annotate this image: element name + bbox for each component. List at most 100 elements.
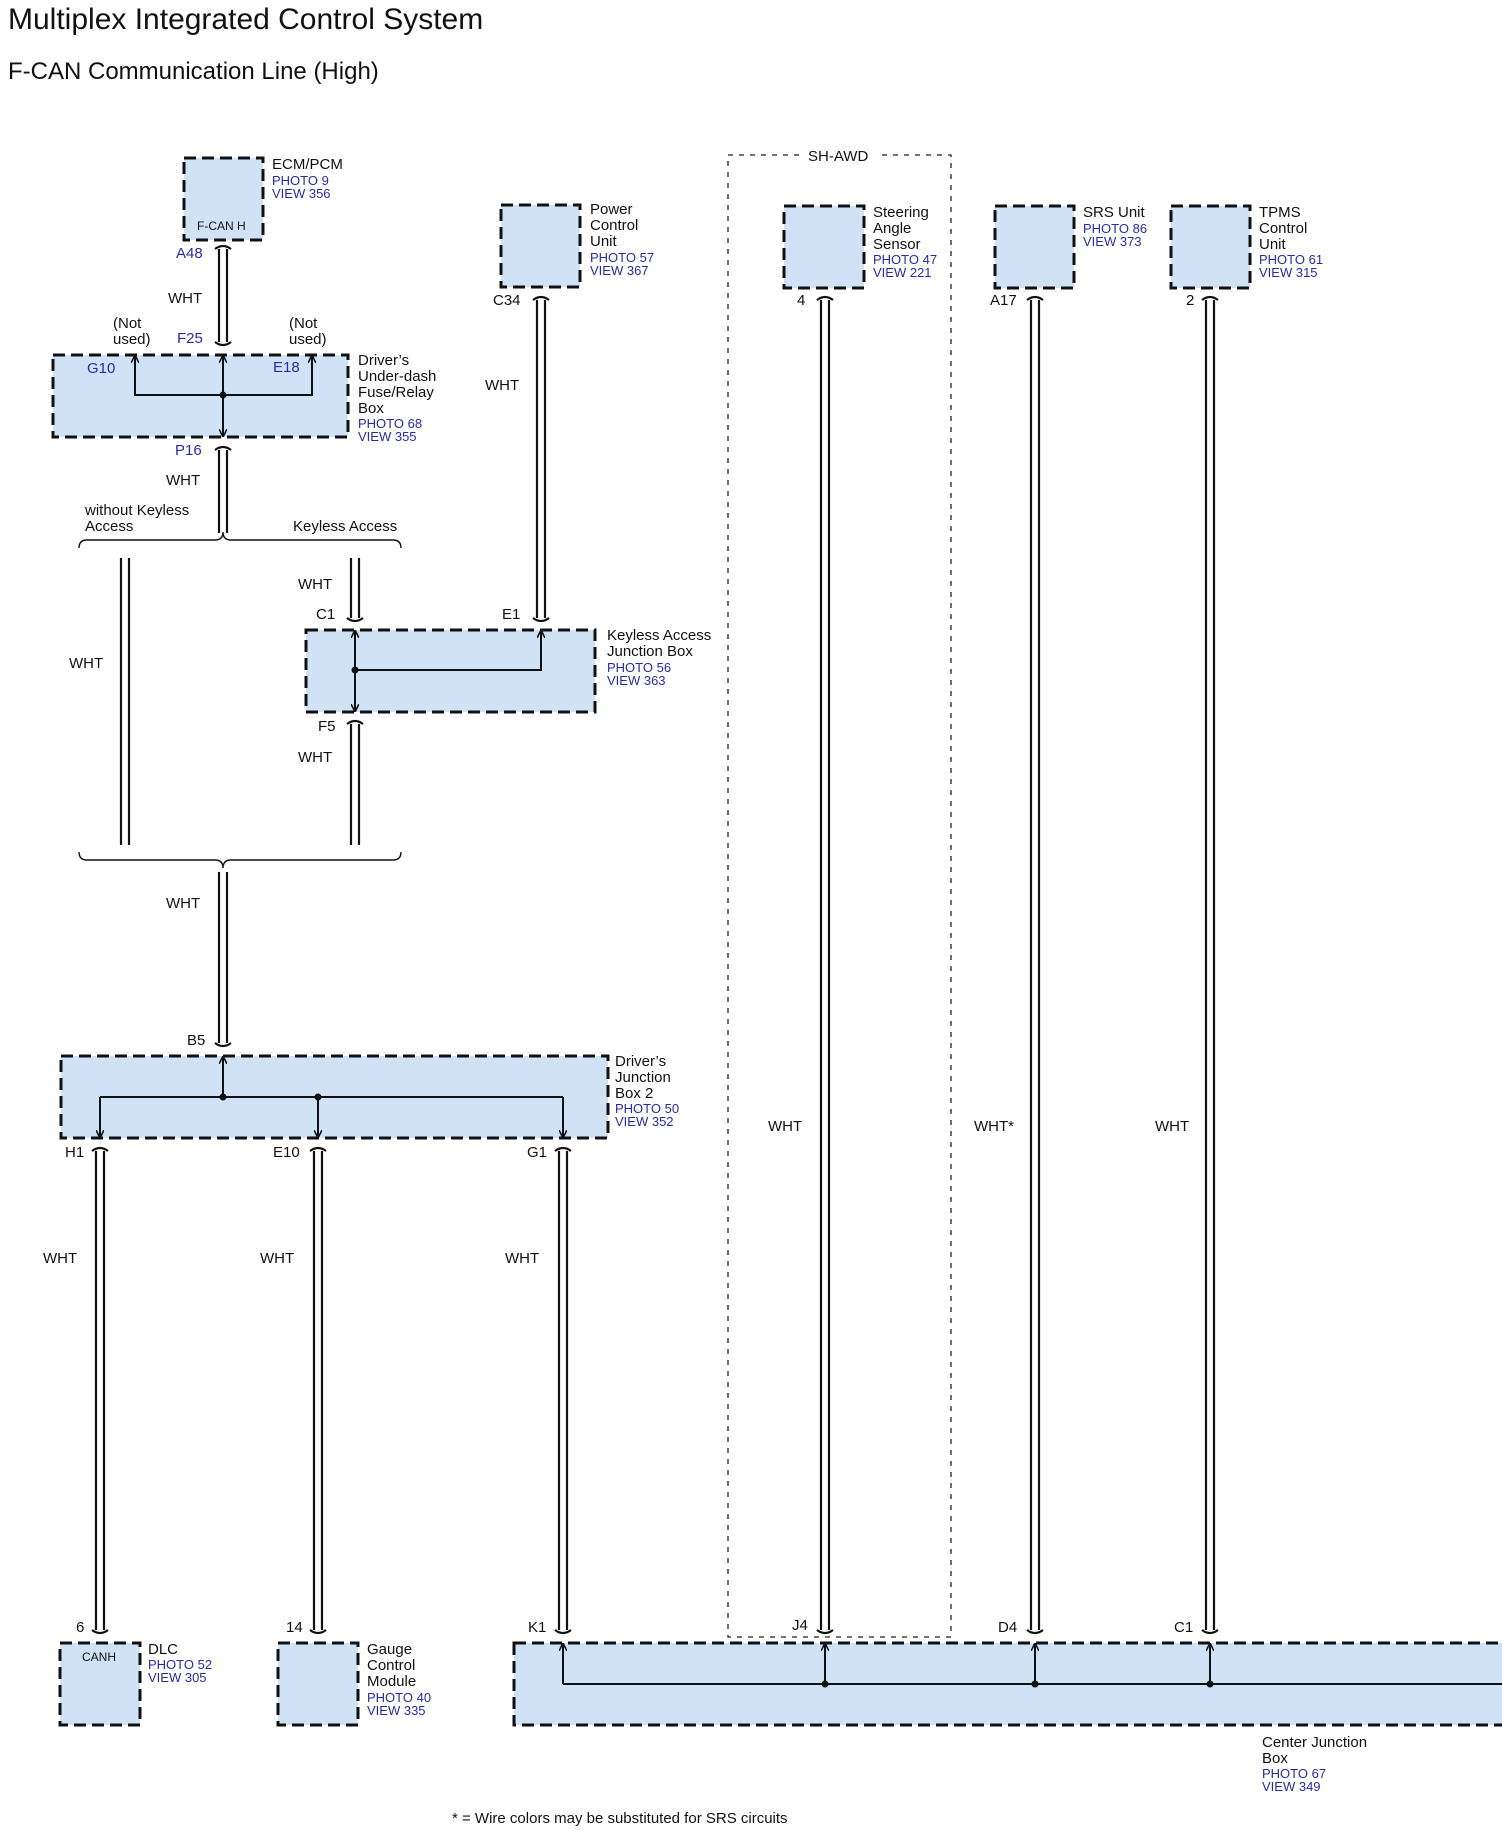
underdash-name-2: Under-dash — [358, 368, 436, 385]
jb2-internal-circuit — [100, 1057, 563, 1137]
sas-name-1: Steering — [873, 204, 929, 221]
jb2-name-1: Driver’s — [615, 1053, 666, 1070]
pin-jb2-e10: E10 — [273, 1144, 300, 1161]
ecm-photo-ref: PHOTO 9 — [272, 173, 329, 188]
without-keyless-label-1: without Keyless — [84, 502, 189, 519]
gauge-view-ref: VIEW 335 — [367, 1703, 426, 1718]
wire-without-keyless — [119, 558, 131, 845]
sas-name-2: Angle — [873, 220, 911, 237]
page-title: Multiplex Integrated Control System — [8, 3, 483, 36]
pin-kab-e1: E1 — [502, 606, 520, 623]
pin-ecm-a48: A48 — [176, 245, 203, 262]
pcu-photo-ref: PHOTO 57 — [590, 250, 654, 265]
pin-ud-p16: P16 — [175, 442, 202, 459]
keyless-access-label: Keyless Access — [293, 518, 397, 535]
dlc-name: DLC — [148, 1641, 178, 1658]
cjb-name-1: Center Junction — [1262, 1734, 1367, 1751]
ecm-view-ref: VIEW 356 — [272, 186, 331, 201]
ecm-inner-label: F-CAN H — [197, 219, 246, 233]
wire-color-g1: WHT — [505, 1250, 539, 1267]
tpms-control-unit-connector: TPMS Control Unit PHOTO 61 VIEW 315 — [1169, 204, 1323, 290]
option-split-brace — [78, 531, 402, 549]
kab-photo-ref: PHOTO 56 — [607, 660, 671, 675]
sh-awd-label: SH-AWD — [808, 148, 868, 165]
srs-name: SRS Unit — [1083, 204, 1146, 221]
underdash-view-ref: VIEW 355 — [358, 429, 417, 444]
underdash-internal-circuit — [135, 356, 312, 436]
pin-tpms-2: 2 — [1186, 292, 1194, 309]
pin-jb2-h1: H1 — [65, 1144, 84, 1161]
gauge-name-2: Control — [367, 1657, 415, 1674]
wire-color-merge: WHT — [166, 895, 200, 912]
wire-srs-to-cjb — [1026, 295, 1044, 1635]
kab-view-ref: VIEW 363 — [607, 673, 666, 688]
wire-ecm-to-underdash — [214, 244, 232, 347]
wire-keyless-out — [346, 719, 364, 845]
underdash-photo-ref: PHOTO 68 — [358, 416, 422, 431]
wire-underdash-to-split — [214, 445, 232, 533]
jb2-name-3: Box 2 — [615, 1085, 653, 1102]
underdash-name-3: Fuse/Relay — [358, 384, 434, 401]
sas-name-3: Sensor — [873, 236, 921, 253]
wire-color-without-keyless: WHT — [69, 655, 103, 672]
pin-dlc-6: 6 — [76, 1619, 84, 1636]
wire-color-tpms: WHT — [1155, 1118, 1189, 1135]
kab-name-1: Keyless Access — [607, 627, 711, 644]
pcu-view-ref: VIEW 367 — [590, 263, 649, 278]
dlc-connector: CANH DLC PHOTO 52 VIEW 305 — [58, 1641, 212, 1727]
pin-jb2-g1: G1 — [527, 1144, 547, 1161]
gauge-name-1: Gauge — [367, 1641, 412, 1658]
keyless-internal-circuit — [352, 631, 542, 711]
pcu-name-3: Unit — [590, 233, 618, 250]
wire-merge-to-jb2 — [214, 872, 232, 1048]
pin-cjb-j4: J4 — [792, 1617, 808, 1634]
dlc-inner-label: CANH — [82, 1650, 116, 1664]
pin-cjb-d4: D4 — [998, 1619, 1017, 1636]
power-control-unit-connector: Power Control Unit PHOTO 57 VIEW 367 — [499, 201, 654, 289]
cjb-photo-ref: PHOTO 67 — [1262, 1766, 1326, 1781]
pin-ud-e18: E18 — [273, 359, 300, 376]
not-used-right-2: used) — [289, 331, 327, 348]
footnote: * = Wire colors may be substituted for S… — [452, 1810, 788, 1827]
wire-pcu-to-keyless — [532, 295, 550, 623]
pin-gcm-14: 14 — [286, 1619, 303, 1636]
without-keyless-label-2: Access — [85, 518, 133, 535]
wire-keyless-in — [346, 558, 364, 623]
gauge-photo-ref: PHOTO 40 — [367, 1690, 431, 1705]
wire-color-ecm: WHT — [168, 290, 202, 307]
tpms-name-1: TPMS — [1259, 204, 1301, 221]
wire-color-gauge: WHT — [260, 1250, 294, 1267]
wire-color-srs: WHT* — [974, 1118, 1014, 1135]
pin-srs-a17: A17 — [990, 292, 1017, 309]
underdash-name-4: Box — [358, 400, 384, 417]
not-used-left-2: used) — [113, 331, 151, 348]
wire-steering-to-cjb — [816, 295, 834, 1635]
wire-color-keyless-out: WHT — [298, 749, 332, 766]
cjb-view-ref: VIEW 349 — [1262, 1779, 1321, 1794]
wire-color-underdash: WHT — [166, 472, 200, 489]
wire-jb2-to-gauge — [309, 1146, 327, 1635]
steering-angle-sensor-connector: Steering Angle Sensor PHOTO 47 VIEW 221 — [782, 204, 937, 290]
drivers-junction-box-2: Driver’s Junction Box 2 PHOTO 50 VIEW 35… — [59, 1053, 679, 1140]
pin-cjb-k1: K1 — [528, 1619, 546, 1636]
wire-jb2-to-dlc — [91, 1146, 109, 1635]
dlc-photo-ref: PHOTO 52 — [148, 1657, 212, 1672]
wire-color-steering: WHT — [768, 1118, 802, 1135]
pin-pcu-c34: C34 — [493, 292, 521, 309]
pin-jb2-b5: B5 — [187, 1032, 205, 1049]
sas-photo-ref: PHOTO 47 — [873, 252, 937, 267]
ecm-pcm-connector: F-CAN H ECM/PCM PHOTO 9 VIEW 356 — [182, 156, 343, 242]
pin-kab-f5: F5 — [318, 718, 336, 735]
ecm-name: ECM/PCM — [272, 156, 343, 173]
gauge-name-3: Module — [367, 1673, 416, 1690]
pcu-name-1: Power — [590, 201, 633, 218]
srs-unit-connector: SRS Unit PHOTO 86 VIEW 373 — [993, 204, 1147, 290]
tpms-name-2: Control — [1259, 220, 1307, 237]
sh-awd-frame — [727, 154, 952, 1638]
kab-name-2: Junction Box — [607, 643, 693, 660]
wire-color-dlc: WHT — [43, 1250, 77, 1267]
pin-ud-g10: G10 — [87, 360, 115, 377]
tpms-name-3: Unit — [1259, 236, 1287, 253]
tpms-view-ref: VIEW 315 — [1259, 265, 1318, 280]
